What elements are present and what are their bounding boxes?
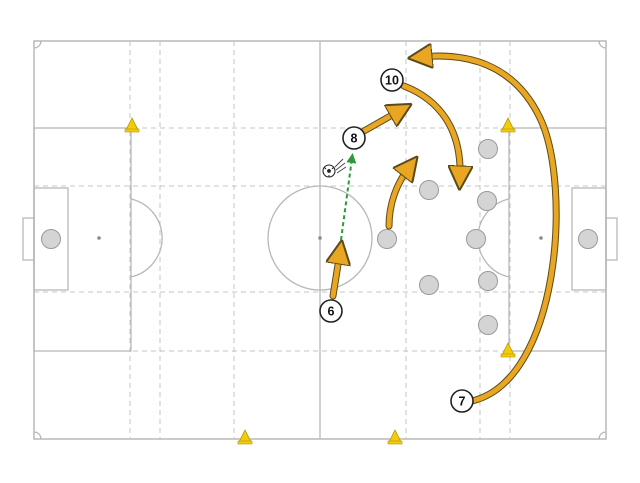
opponent-shift-run — [386, 166, 410, 229]
cone-icon — [500, 117, 516, 133]
left-penalty-arc — [130, 198, 163, 278]
player-number: 8 — [351, 132, 358, 146]
opponent-marker — [377, 229, 397, 249]
player-7-run — [420, 56, 559, 404]
opponent-marker — [478, 315, 498, 335]
player-10-run — [401, 83, 460, 178]
player-number: 6 — [328, 305, 335, 319]
cone-icon — [387, 429, 403, 445]
pitch-markings — [22, 40, 618, 440]
player-8-run — [361, 110, 401, 134]
left-penalty-spot — [97, 236, 101, 240]
left-goalkeeper — [41, 229, 61, 249]
opponent-marker — [419, 275, 439, 295]
right-goalkeeper — [578, 229, 598, 249]
right-goal — [605, 217, 618, 261]
spots — [97, 236, 543, 240]
corner-arc-bottom-left — [33, 431, 42, 440]
left-goal — [22, 217, 35, 261]
player-10: 10 — [380, 68, 404, 92]
center-circle — [267, 185, 373, 291]
player-6: 6 — [319, 299, 343, 323]
cones — [124, 117, 516, 445]
player-6-run — [333, 252, 340, 299]
player-8: 8 — [342, 126, 366, 150]
run-arrows — [333, 56, 560, 405]
cone-icon — [237, 429, 253, 445]
opponents — [377, 139, 498, 335]
right-penalty-spot — [539, 236, 543, 240]
player-7: 7 — [450, 389, 474, 413]
player-number: 10 — [385, 74, 399, 88]
corner-arc-bottom-right — [598, 431, 607, 440]
soccer-ball-icon — [322, 158, 347, 178]
corner-arc-top-left — [33, 40, 42, 49]
opponent-marker — [478, 271, 498, 291]
cone-icon — [500, 342, 516, 358]
center-spot — [318, 236, 322, 240]
opponent-marker — [477, 191, 497, 211]
opponent-marker — [466, 229, 486, 249]
opponent-marker — [478, 139, 498, 159]
player-number: 7 — [459, 395, 466, 409]
opponent-marker — [419, 180, 439, 200]
cone-icon — [124, 117, 140, 133]
corner-arc-top-right — [598, 40, 607, 49]
